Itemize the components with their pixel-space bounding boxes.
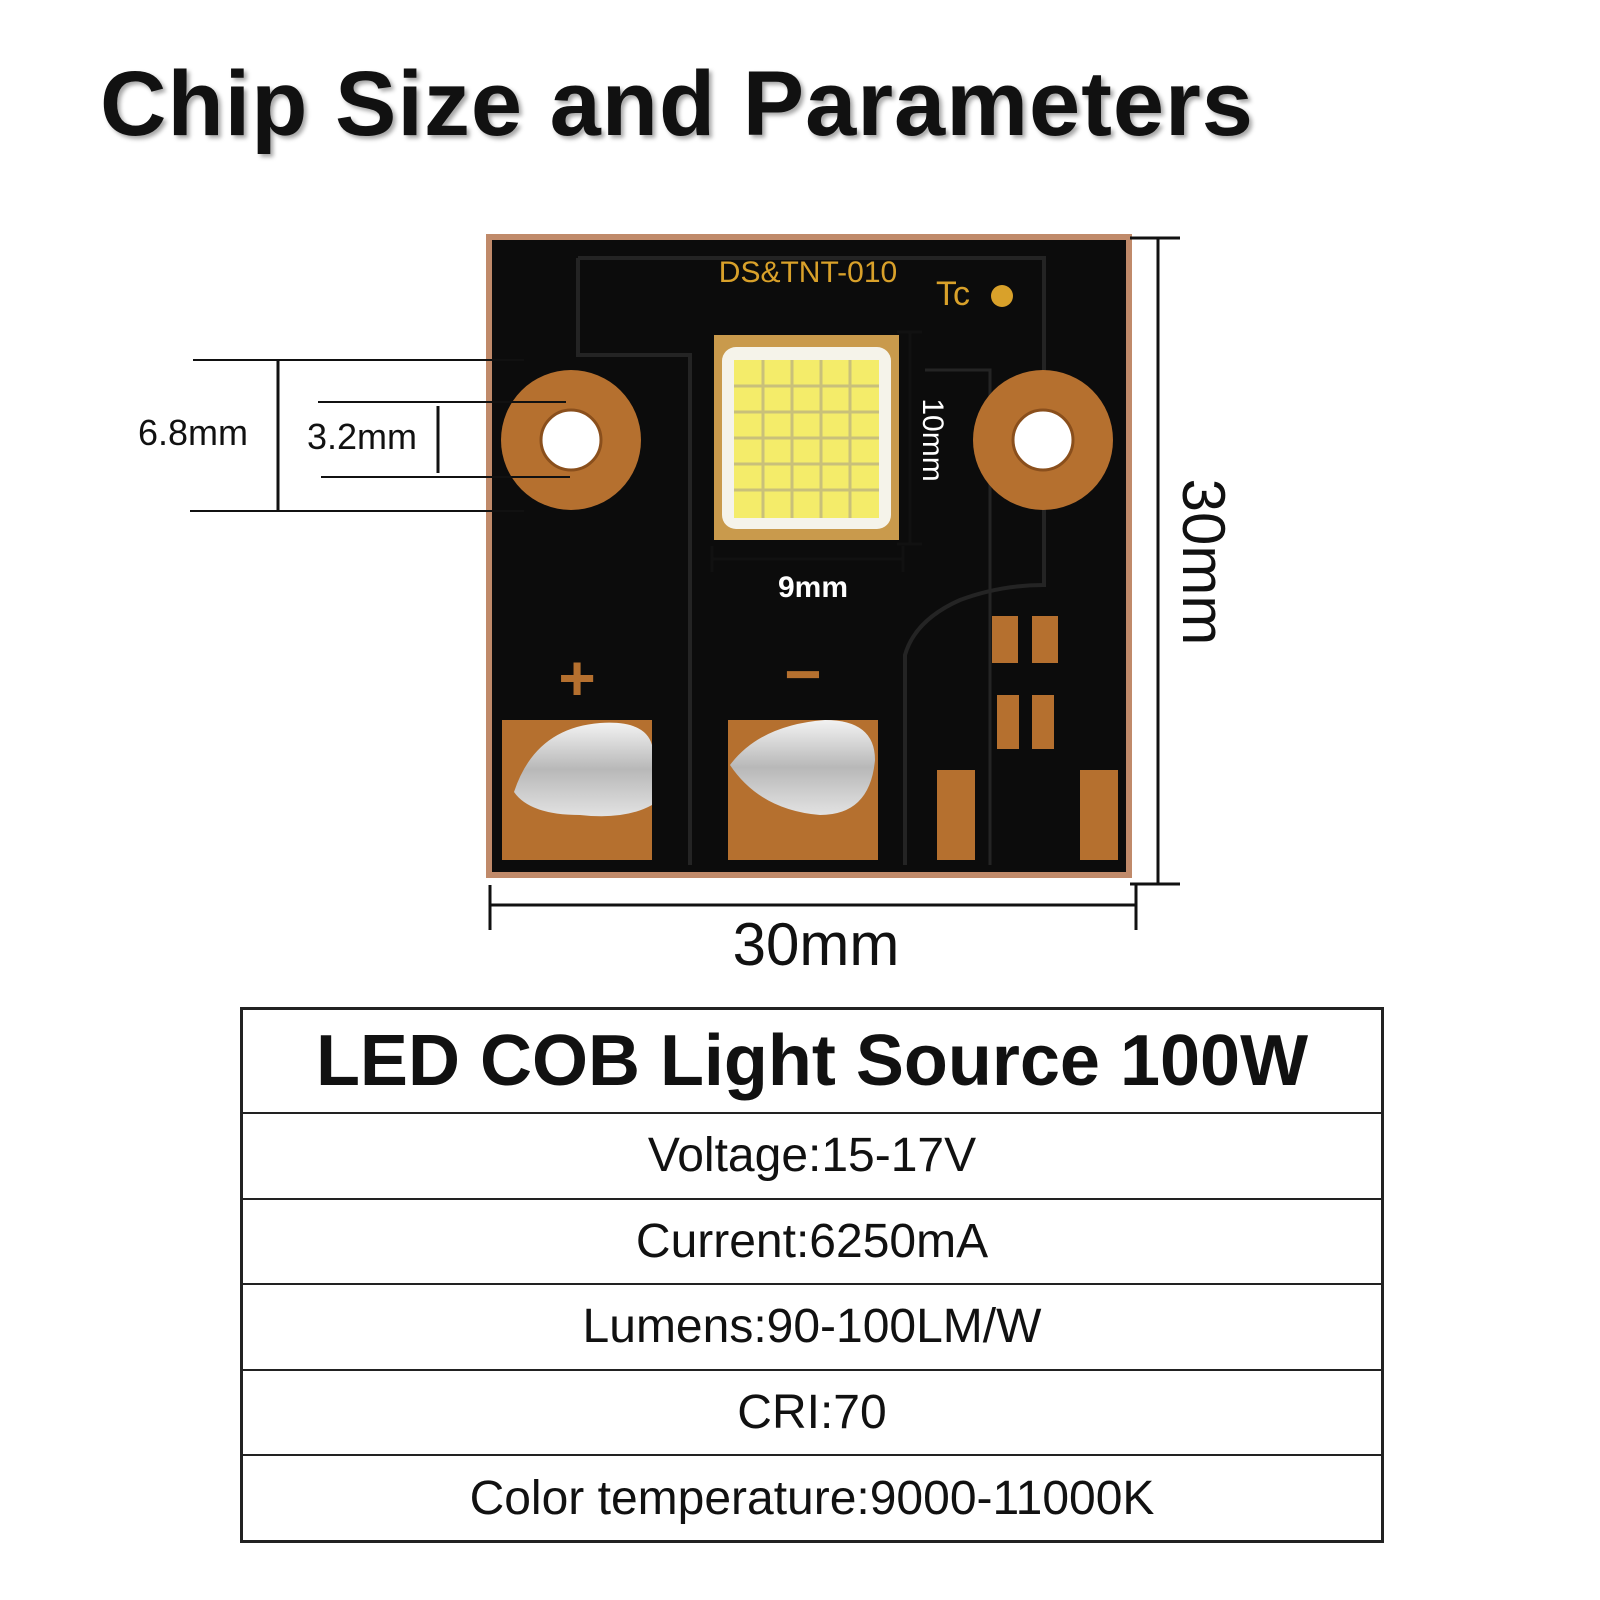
spec-current: Current:6250mA	[243, 1200, 1381, 1286]
mount-hole-left	[501, 370, 641, 510]
board-model-label: DS&TNT-010	[719, 256, 897, 289]
board-height-label: 30mm	[1170, 479, 1237, 646]
outer-hole-label: 6.8mm	[138, 412, 248, 453]
minus-symbol: −	[784, 638, 821, 710]
spec-voltage: Voltage:15-17V	[243, 1114, 1381, 1200]
chip-height-label: 10mm	[916, 398, 949, 481]
page-title: Chip Size and Parameters	[100, 53, 1254, 155]
tc-dot	[991, 285, 1013, 307]
board-height-dimension	[1130, 236, 1180, 886]
tc-label: Tc	[936, 275, 970, 313]
spec-cri: CRI:70	[243, 1371, 1381, 1457]
solder-pad-negative	[728, 720, 878, 860]
spec-table-heading: LED COB Light Source 100W	[243, 1010, 1381, 1114]
board-width-label: 30mm	[733, 911, 900, 978]
inner-hole-label: 3.2mm	[307, 416, 417, 457]
chip-width-dimension	[710, 546, 905, 572]
spec-color-temperature: Color temperature:9000-11000K	[469, 1471, 1155, 1525]
spec-table: LED COB Light Source 100W Voltage:15-17V…	[240, 1007, 1384, 1543]
chip-height-dimension	[897, 330, 922, 546]
spec-lumens: Lumens:90-100LM/W	[243, 1285, 1381, 1371]
plus-symbol: +	[558, 642, 595, 714]
board-width-dimension	[488, 885, 1138, 930]
copper-contacts	[937, 616, 1118, 860]
led-chip	[714, 335, 899, 540]
chip-diagram: DS&TNT-010 Tc + −	[138, 234, 1237, 978]
mount-hole-right	[973, 370, 1113, 510]
solder-pad-positive	[502, 720, 652, 860]
chip-width-label: 9mm	[778, 571, 848, 604]
